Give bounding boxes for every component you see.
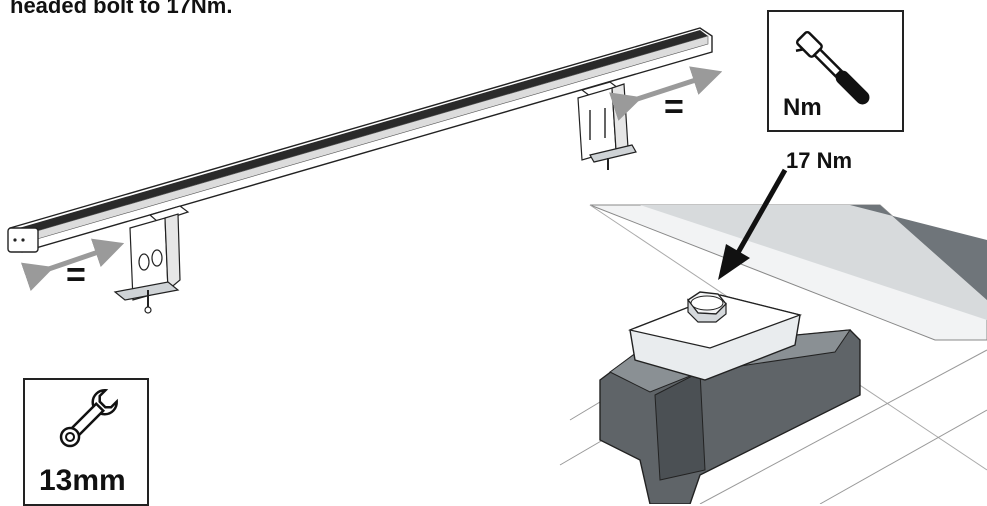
torque-unit-label: Nm xyxy=(783,94,822,121)
left-bracket xyxy=(113,205,190,314)
left-spacing-arrow xyxy=(20,238,125,292)
torque-arrow xyxy=(718,168,788,280)
right-spacing-arrow xyxy=(609,66,723,121)
right-equal-sign: = xyxy=(664,88,684,126)
torque-wrench-icon xyxy=(795,30,870,105)
torque-tool-box: Nm xyxy=(767,10,904,132)
instruction-text: headed bolt to 17Nm. xyxy=(10,0,233,18)
wrench-size-label: 13mm xyxy=(39,464,126,497)
spanner-icon xyxy=(59,389,118,448)
right-bracket xyxy=(577,81,637,170)
rail-clamp-detail xyxy=(559,204,987,504)
wrench-tool-box: 13mm xyxy=(23,378,149,506)
left-equal-sign: = xyxy=(66,256,86,294)
torque-value-label: 17 Nm xyxy=(786,148,853,173)
mounting-bar xyxy=(7,27,713,253)
